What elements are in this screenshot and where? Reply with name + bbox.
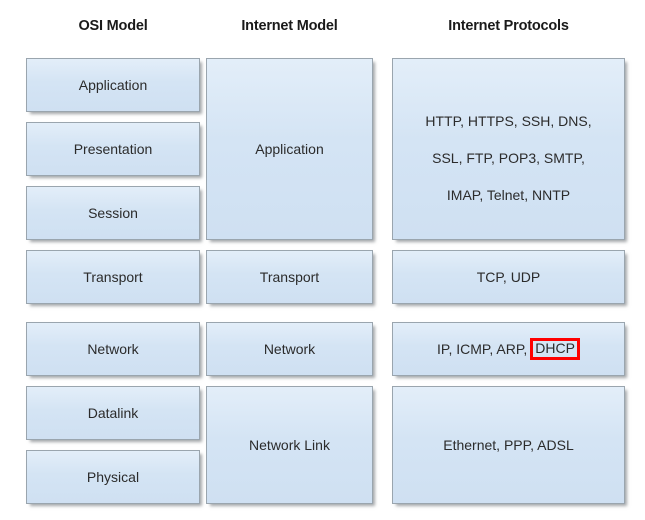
protocol-group-label: HTTP, HTTPS, SSH, DNS, SSL, FTP, POP3, S… (419, 94, 597, 205)
internet-layer-network: Network (206, 322, 373, 376)
protocol-group-network: IP, ICMP, ARP,DHCP (392, 322, 625, 376)
osi-layer-label: Network (87, 340, 139, 357)
protocol-line: IMAP, Telnet, NNTP (446, 186, 571, 203)
internet-layer-transport: Transport (206, 250, 373, 304)
protocol-group-label: TCP, UDP (476, 268, 541, 285)
protocol-group-transport: TCP, UDP (392, 250, 625, 304)
osi-layer-presentation: Presentation (26, 122, 200, 176)
protocol-line: HTTP, HTTPS, SSH, DNS, (425, 113, 592, 130)
protocol-group-application: HTTP, HTTPS, SSH, DNS, SSL, FTP, POP3, S… (392, 58, 625, 240)
protocol-prefix-text: IP, ICMP, ARP, (437, 340, 528, 357)
osi-layer-label: Datalink (87, 404, 139, 421)
osi-layer-label: Presentation (73, 140, 153, 157)
internet-layer-label: Application (255, 140, 324, 157)
column-header-internet-protocols: Internet Protocols (448, 18, 569, 34)
dhcp-highlight-box: DHCP (530, 338, 580, 360)
osi-layer-network: Network (26, 322, 200, 376)
protocol-line: SSL, FTP, POP3, SMTP, (432, 150, 585, 166)
column-header-osi-model: OSI Model (78, 18, 148, 34)
internet-layer-label: Network Link (249, 436, 330, 453)
osi-layer-label: Transport (83, 268, 143, 285)
osi-layer-session: Session (26, 186, 200, 240)
internet-layer-label: Transport (259, 268, 320, 285)
osi-layer-datalink: Datalink (26, 386, 200, 440)
protocol-group-label: IP, ICMP, ARP,DHCP (437, 338, 580, 360)
protocol-group-network-link: Ethernet, PPP, ADSL (392, 386, 625, 504)
osi-layer-label: Application (78, 76, 148, 93)
internet-layer-application: Application (206, 58, 373, 240)
column-header-internet-model: Internet Model (241, 18, 338, 34)
osi-layer-label: Session (88, 204, 138, 221)
osi-layer-physical: Physical (26, 450, 200, 504)
protocol-group-label: Ethernet, PPP, ADSL (443, 436, 574, 453)
osi-layer-label: Physical (86, 468, 140, 485)
osi-layer-transport: Transport (26, 250, 200, 304)
osi-layer-application: Application (26, 58, 200, 112)
internet-layer-network-link: Network Link (206, 386, 373, 504)
internet-layer-label: Network (263, 340, 316, 357)
